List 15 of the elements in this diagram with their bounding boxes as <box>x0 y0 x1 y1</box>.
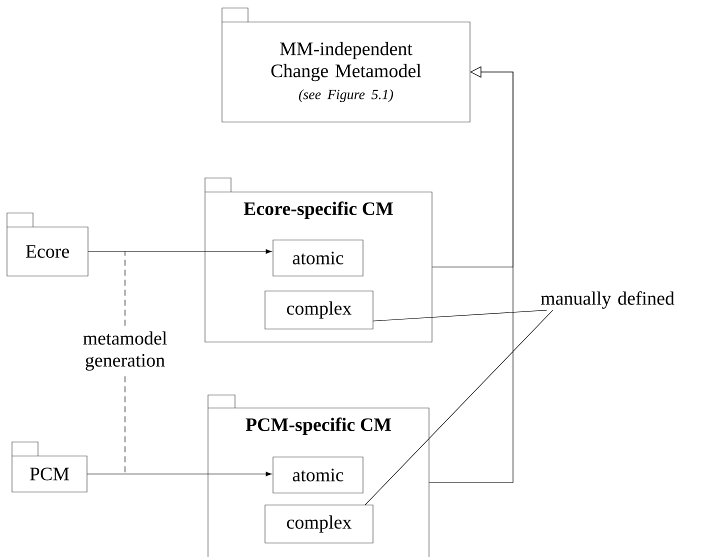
dependency-line <box>124 251 126 326</box>
dependency-line <box>124 376 126 474</box>
package-box: MM-independent Change Metamodel (see Figure 5.1) <box>222 8 470 122</box>
package-box: Ecore <box>6 212 88 276</box>
package-box: PCM <box>12 442 88 492</box>
leader-line <box>372 310 548 322</box>
class-box: complex <box>264 290 374 330</box>
leader-line <box>364 310 554 506</box>
arrow <box>86 472 272 476</box>
note-text: manually defined <box>540 291 674 309</box>
class-box: atomic <box>272 456 364 494</box>
note-text: metamodel generation <box>83 331 167 371</box>
arrow <box>88 249 272 254</box>
class-box: atomic <box>272 240 364 276</box>
class-box: complex <box>264 504 374 544</box>
